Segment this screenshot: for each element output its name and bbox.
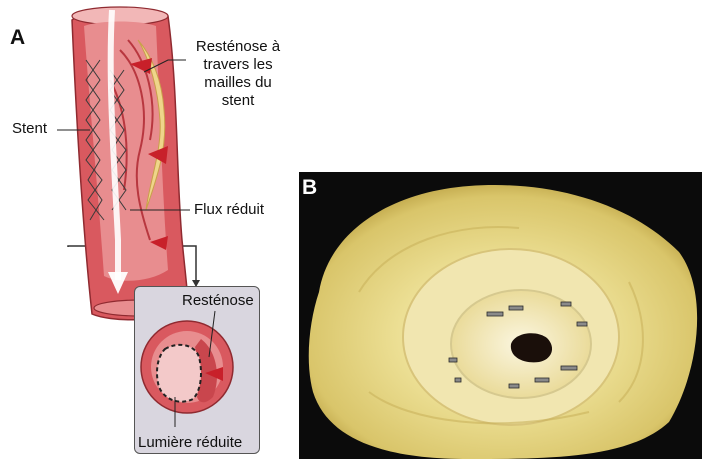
label-restenosis-mesh-line3: mailles du stent bbox=[186, 74, 290, 110]
reduced-lumen bbox=[157, 345, 201, 402]
cross-section-diagram bbox=[135, 287, 261, 455]
cross-section-inset bbox=[134, 286, 260, 454]
label-restenosis-mesh-line1: Resténose à bbox=[186, 38, 290, 56]
label-restenosis-mesh: Resténose à travers les mailles du stent bbox=[186, 38, 290, 110]
label-restenosis: Resténose bbox=[182, 292, 254, 310]
panel-a-letter: A bbox=[10, 26, 25, 50]
label-stent: Stent bbox=[12, 120, 47, 138]
label-restenosis-mesh-line2: travers les bbox=[186, 56, 290, 74]
specimen-photo bbox=[299, 172, 702, 459]
label-reduced-flow: Flux réduit bbox=[194, 201, 264, 219]
label-reduced-lumen: Lumière réduite bbox=[138, 434, 242, 452]
panel-b-letter: B bbox=[302, 176, 317, 200]
